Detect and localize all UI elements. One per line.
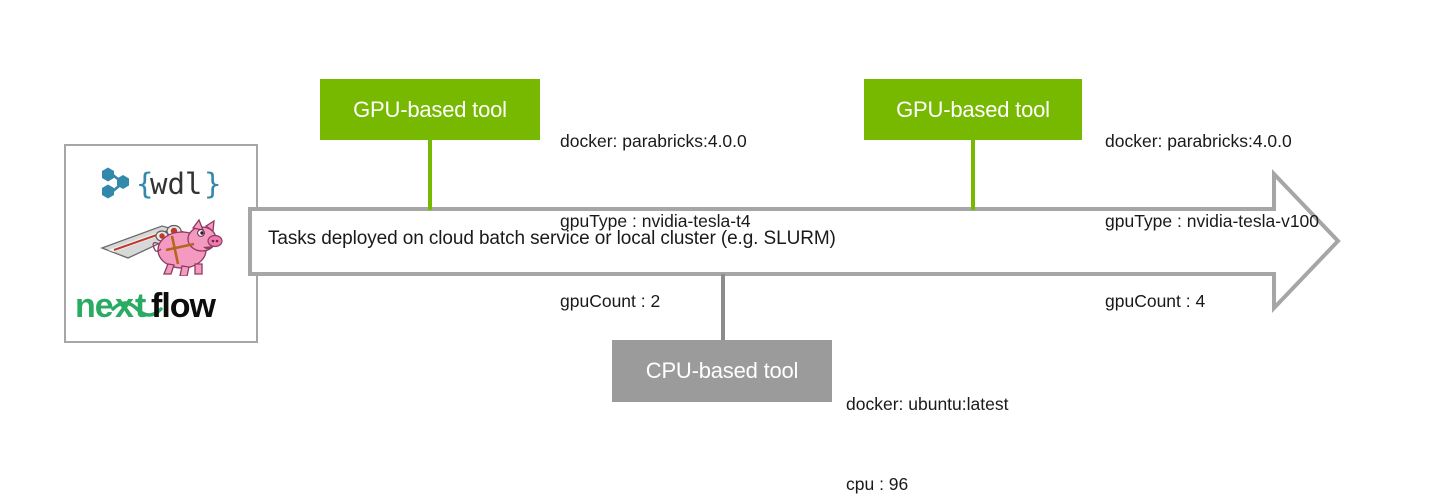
annotation-line: gpuCount : 2	[560, 290, 661, 311]
wdl-logo-icon: { wdl }	[96, 163, 226, 205]
workflow-engine-box: { wdl }	[64, 144, 258, 343]
flying-pig-logo-icon	[98, 215, 224, 277]
annotation-line: docker: parabricks:4.0.0	[1105, 131, 1292, 152]
annotation-line: docker: parabricks:4.0.0	[560, 131, 747, 152]
annotation-line: gpuType : nvidia-tesla-v100	[1105, 210, 1320, 231]
annotation-line: cpu : 96	[846, 473, 909, 494]
svg-text:x: x	[115, 287, 134, 325]
cpu-based-tool-node-1[interactable]: CPU-based tool	[612, 340, 832, 402]
connector-cpu-node-1	[721, 274, 725, 342]
annotation-line: gpuType : nvidia-tesla-t4	[560, 210, 751, 231]
gpu-based-tool-node-2[interactable]: GPU-based tool	[864, 79, 1082, 140]
annotation-line: docker: ubuntu:latest	[846, 394, 1009, 415]
svg-text:t: t	[135, 287, 146, 325]
svg-text:}: }	[204, 167, 221, 201]
cpu-node-1-label: CPU-based tool	[645, 358, 799, 383]
annotation-gpu-node-2: docker: parabricks:4.0.0 gpuType : nvidi…	[1105, 75, 1319, 368]
svg-text:wdl: wdl	[150, 167, 202, 201]
svg-text:flow: flow	[151, 287, 217, 325]
arrow-caption: Tasks deployed on cloud batch service or…	[268, 228, 836, 249]
annotation-gpu-node-1: docker: parabricks:4.0.0 gpuType : nvidi…	[560, 75, 751, 368]
gpu-node-1-label: GPU-based tool	[353, 96, 507, 122]
connector-gpu-node-1	[428, 140, 432, 210]
gpu-node-2-label: GPU-based tool	[896, 96, 1050, 122]
nextflow-logo-icon: ne x t flow	[75, 286, 247, 326]
svg-text:{: {	[136, 167, 153, 201]
annotation-cpu-node-1: docker: ubuntu:latest cpu : 96 memory : …	[846, 338, 1008, 504]
deployment-arrow	[248, 166, 1348, 316]
annotation-line: gpuCount : 4	[1105, 290, 1206, 311]
gpu-based-tool-node-1[interactable]: GPU-based tool	[320, 79, 540, 140]
svg-text:ne: ne	[75, 287, 113, 325]
connector-gpu-node-2	[971, 140, 975, 210]
